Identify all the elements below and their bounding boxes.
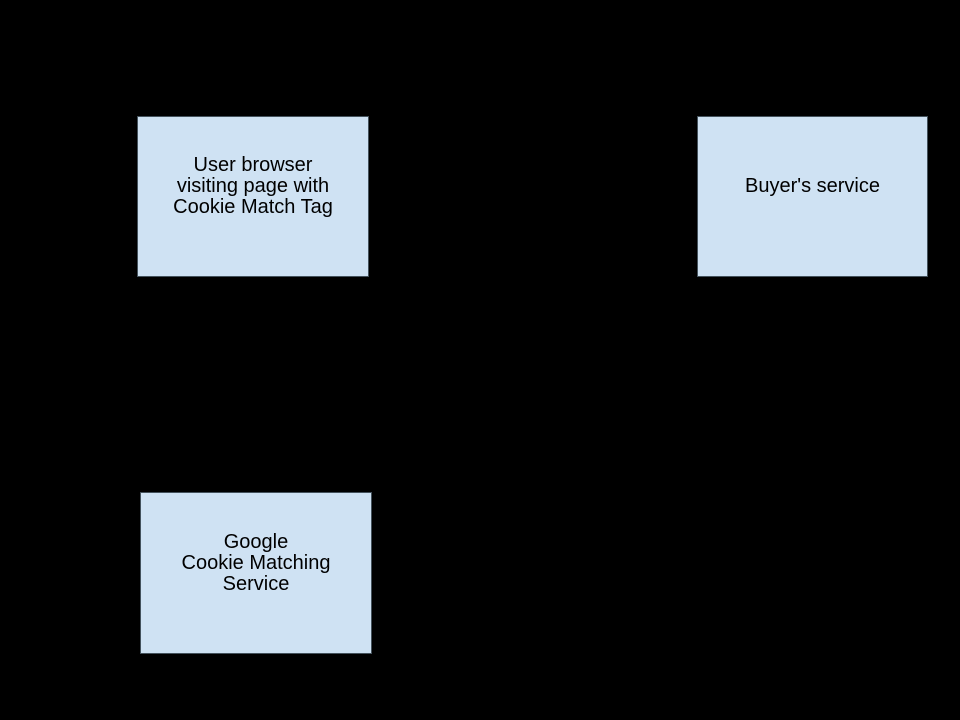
node-google-cookie-matching-service: Google Cookie Matching Service <box>140 492 372 654</box>
node-user-browser: User browser visiting page with Cookie M… <box>137 116 369 277</box>
node-google-cookie-matching-service-label: Google Cookie Matching Service <box>181 530 331 595</box>
node-buyers-service-label: Buyer's service <box>745 175 880 197</box>
node-buyers-service: Buyer's service <box>697 116 928 277</box>
node-user-browser-label: User browser visiting page with Cookie M… <box>173 154 333 218</box>
